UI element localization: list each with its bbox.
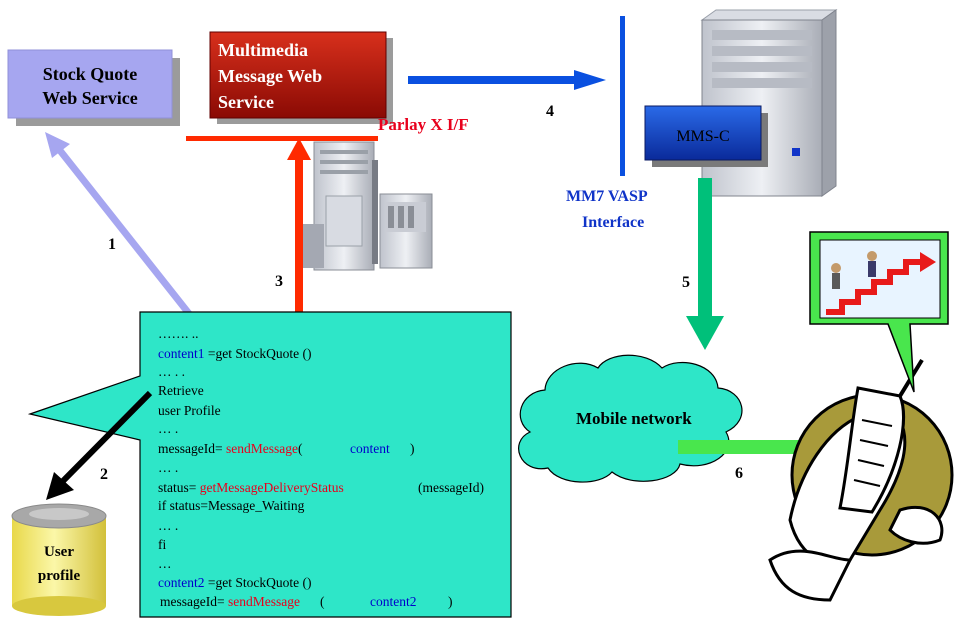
code-line-9: status= getMessageDeliveryStatus(message… (158, 480, 484, 495)
stock-quote-title-line2: Web Service (42, 88, 137, 108)
stock-quote-web-service: Stock Quote Web Service (7, 49, 180, 126)
vasp-interface-line (620, 16, 625, 176)
stock-quote-title-line1: Stock Quote (43, 64, 138, 84)
arrow-3 (287, 138, 311, 432)
step-6-label: 6 (735, 465, 743, 482)
mobile-network-label: Mobile network (576, 409, 692, 428)
mmsc-server (700, 9, 838, 197)
multimedia-message-web-service: Multimedia Message Web Service (209, 31, 393, 124)
code-line-10: if status=Message_Waiting (158, 498, 305, 513)
code-line-4: Retrieve (158, 383, 204, 398)
code-line-15: messageId= sendMessage(content2) (160, 594, 453, 609)
code-bubble (27, 311, 512, 618)
mobile-phone-clipart (768, 358, 954, 602)
code-line-11: … . (158, 518, 178, 533)
stock-quote-box (7, 49, 173, 119)
user-profile-label-line1: User (44, 544, 74, 560)
parlay-label: Parlay X I/F (378, 115, 469, 134)
arrow-5 (686, 178, 724, 350)
mmws-title-line1: Multimedia (218, 40, 308, 60)
code-line-1: ……. .. (158, 326, 199, 341)
code-listing: ……. .. content1 =get StockQuote () … . .… (158, 326, 484, 609)
mmws-title-line3: Service (218, 92, 274, 112)
arrow-4 (408, 70, 606, 90)
mmsc-box: MMS-C (644, 105, 768, 167)
phone-display-bubble (809, 231, 949, 393)
mmws-box (209, 31, 387, 119)
code-line-7: messageId= sendMessage(content) (158, 441, 415, 456)
step-1-label: 1 (108, 236, 116, 253)
code-line-14: content2 =get StockQuote () (158, 575, 311, 590)
mmsc-label: MMS-C (676, 128, 729, 145)
code-line-5: user Profile (158, 403, 221, 418)
user-profile-label-line2: profile (38, 568, 81, 584)
mobile-network-cloud: Mobile network (518, 354, 743, 483)
arrow-1 (45, 132, 216, 347)
arrow-2 (46, 390, 153, 500)
code-line-12: fi (158, 537, 166, 552)
code-line-6: … . (158, 421, 178, 436)
step-5-label: 5 (682, 274, 690, 291)
vasp-label-line1: MM7 VASP (566, 188, 648, 205)
code-line-8: … . (158, 460, 178, 475)
code-line-2: content1 =get StockQuote () (158, 346, 311, 361)
user-profile-database: User profile (11, 503, 107, 616)
step-3-label: 3 (275, 273, 283, 290)
step-4-label: 4 (546, 103, 554, 120)
mmws-title-line2: Message Web (218, 66, 322, 86)
step-2-label: 2 (100, 466, 108, 483)
code-line-13: … (158, 556, 172, 571)
parlay-interface-line (186, 136, 378, 141)
server-rack-image (300, 141, 433, 271)
vasp-label-line2: Interface (582, 214, 644, 231)
code-line-3: … . . (158, 364, 185, 379)
